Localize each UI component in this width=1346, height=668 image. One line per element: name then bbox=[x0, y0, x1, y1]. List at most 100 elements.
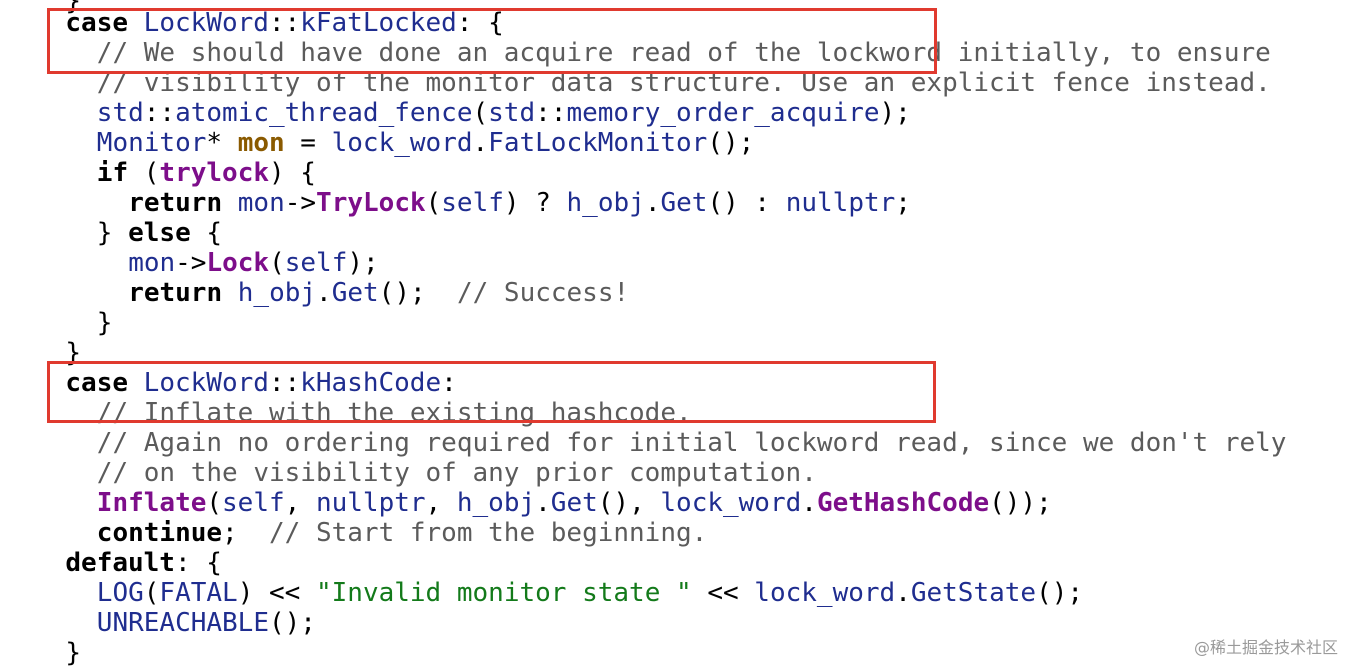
code-token: mon bbox=[128, 248, 176, 278]
code-token: . bbox=[801, 488, 817, 518]
code-token: // Again no ordering required for initia… bbox=[96, 428, 1287, 458]
code-token: { bbox=[190, 218, 223, 248]
code-line: // Again no ordering required for initia… bbox=[97, 428, 1287, 458]
code-token: UNREACHABLE bbox=[96, 608, 269, 638]
code-token: (); bbox=[378, 278, 457, 308]
code-token: : { bbox=[456, 8, 504, 38]
code-line: } bbox=[65, 638, 81, 668]
code-token: return bbox=[128, 188, 238, 218]
code-token: // on the visibility of any prior comput… bbox=[96, 458, 817, 488]
code-token: GetHashCode bbox=[816, 488, 990, 518]
code-line: if (trylock) { bbox=[97, 158, 316, 188]
code-token: lock_word bbox=[331, 128, 473, 158]
code-token: ( bbox=[425, 188, 442, 218]
code-token: ); bbox=[879, 98, 911, 128]
code-token: nullptr bbox=[785, 188, 896, 218]
code-token: } bbox=[96, 308, 113, 338]
code-token: ; bbox=[895, 188, 911, 218]
code-token: h_obj bbox=[237, 278, 317, 308]
code-token: . bbox=[472, 128, 489, 158]
watermark: @稀土掘金技术社区 bbox=[1193, 638, 1338, 657]
code-token: self bbox=[441, 188, 504, 218]
code-token: Get bbox=[331, 278, 379, 308]
code-token: mon bbox=[237, 128, 285, 158]
code-token: memory_order_acquire bbox=[566, 98, 880, 128]
code-token: atomic_thread_fence bbox=[175, 98, 473, 128]
code-token: (); bbox=[707, 128, 755, 158]
code-token: LockWord bbox=[143, 8, 269, 38]
code-token: , bbox=[284, 488, 316, 518]
code-token: , bbox=[425, 488, 457, 518]
code-token: :: bbox=[535, 98, 567, 128]
code-line: Inflate(self, nullptr, h_obj.Get(), lock… bbox=[97, 488, 1052, 518]
code-token: kHashCode bbox=[300, 368, 442, 398]
code-token: Lock bbox=[206, 248, 270, 278]
code-token: () : bbox=[707, 188, 786, 218]
code-token: return bbox=[128, 278, 238, 308]
code-token: :: bbox=[143, 98, 176, 128]
code-token: . bbox=[316, 278, 332, 308]
code-token: } bbox=[65, 338, 82, 368]
code-token: ) ? bbox=[503, 188, 567, 218]
code-token: nullptr bbox=[315, 488, 426, 518]
code-token: ) { bbox=[269, 158, 316, 188]
code-token: LOG bbox=[96, 578, 144, 608]
code-token: -> bbox=[175, 248, 207, 278]
code-token: << bbox=[691, 578, 755, 608]
code-token: kFatLocked bbox=[300, 8, 457, 38]
code-token: (); bbox=[268, 608, 316, 638]
code-token: // Inflate with the existing hashcode. bbox=[96, 398, 692, 428]
code-line: // Inflate with the existing hashcode. bbox=[97, 398, 692, 428]
code-token: GetState bbox=[910, 578, 1037, 608]
code-token: (); bbox=[1036, 578, 1084, 608]
code-token: // Success! bbox=[456, 278, 630, 308]
code-line: mon->Lock(self); bbox=[128, 248, 379, 278]
code-token: . bbox=[535, 488, 551, 518]
code-token: FATAL bbox=[159, 578, 238, 608]
code-token: lock_word bbox=[754, 578, 896, 608]
code-token: h_obj bbox=[456, 488, 536, 518]
code-line: LOG(FATAL) << "Invalid monitor state " <… bbox=[97, 578, 1083, 608]
code-line: case LockWord::kFatLocked: { bbox=[65, 8, 503, 38]
code-line: } bbox=[97, 308, 113, 338]
code-token: self bbox=[284, 248, 348, 278]
code-line: return h_obj.Get(); // Success! bbox=[128, 278, 629, 308]
code-token: :: bbox=[268, 8, 301, 38]
code-line: UNREACHABLE(); bbox=[97, 608, 316, 638]
code-token: ( bbox=[472, 98, 489, 128]
code-line: return mon->TryLock(self) ? h_obj.Get() … bbox=[128, 188, 911, 218]
code-line: default: { bbox=[65, 548, 222, 578]
code-token: ); bbox=[347, 248, 379, 278]
code-line: std::atomic_thread_fence(std::memory_ord… bbox=[97, 98, 911, 128]
highlight-box-fat-locked bbox=[47, 8, 937, 74]
code-line: case LockWord::kHashCode: bbox=[65, 368, 456, 398]
code-token: self bbox=[222, 488, 285, 518]
code-token: "Invalid monitor state " bbox=[315, 578, 692, 608]
code-token: case bbox=[65, 8, 144, 38]
code-line: continue; // Start from the beginning. bbox=[97, 518, 708, 548]
code-token: ) << bbox=[237, 578, 316, 608]
code-line: // We should have done an acquire read o… bbox=[97, 38, 1271, 68]
code-token: default bbox=[65, 548, 175, 578]
code-token: Inflate bbox=[96, 488, 207, 518]
code-token: Get bbox=[550, 488, 598, 518]
code-token: . bbox=[644, 188, 661, 218]
code-token: ( bbox=[269, 248, 285, 278]
code-token: std bbox=[96, 98, 144, 128]
code-token: case bbox=[65, 368, 144, 398]
code-token: : bbox=[441, 368, 457, 398]
code-token: LockWord bbox=[143, 368, 269, 398]
code-token: : { bbox=[174, 548, 222, 578]
code-token: (), bbox=[597, 488, 661, 518]
code-line: Monitor* mon = lock_word.FatLockMonitor(… bbox=[97, 128, 755, 158]
code-token: } bbox=[65, 638, 82, 668]
code-token: // We should have done an acquire read o… bbox=[96, 38, 1271, 68]
code-token: ()); bbox=[989, 488, 1052, 518]
code-token: ; bbox=[222, 518, 269, 548]
code-token: ( bbox=[143, 158, 160, 188]
code-token: Monitor bbox=[96, 128, 207, 158]
code-token: :: bbox=[268, 368, 301, 398]
code-token: lock_word bbox=[660, 488, 802, 518]
code-token: * bbox=[206, 128, 238, 158]
